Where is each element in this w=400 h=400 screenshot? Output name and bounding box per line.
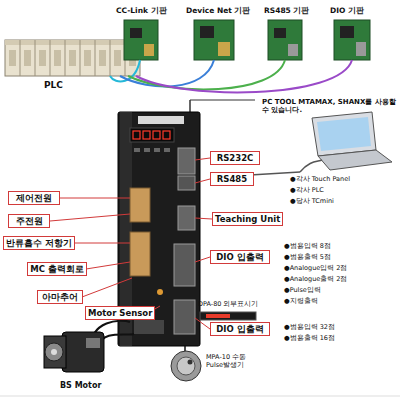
callout-box: DIO 입출력 (210, 250, 270, 264)
box-text: RS232C (217, 154, 254, 163)
bullet-item: ●Analogue입력 2점 (284, 265, 398, 273)
callout-box: 제어전원 (8, 191, 60, 205)
box-text: 주전원 (16, 217, 43, 226)
bullet-item: ●Analogue출력 2점 (284, 276, 398, 284)
pulse-generator (171, 346, 201, 381)
device-label: PLC (44, 80, 78, 91)
bullet-item: ●범용입력 32점 (284, 324, 398, 332)
callout-box: RS485 (210, 172, 254, 186)
bullet-item: ●범용출력 16점 (284, 335, 398, 343)
device-label: DPA-80 외부표시기 (198, 301, 288, 309)
callout-box: Motor Sensor (85, 306, 155, 320)
box-text: MC 출력회로 (30, 265, 84, 274)
bullet-item: ●범용입력 8점 (284, 243, 398, 251)
device-label: BS Motor (60, 381, 120, 391)
board-label: DIO 기판 (330, 6, 384, 15)
laptop (250, 112, 392, 175)
option-boards (124, 20, 370, 60)
note-text: PC TOOL MTAMAX, SHANX를 사용할 수 있습니다. (262, 98, 398, 115)
board-label: RS485 기판 (264, 6, 324, 15)
box-text: 제어전원 (16, 194, 52, 203)
box-text: 반류흡수 저항기 (6, 239, 72, 248)
bullet-item: ●Pulse입력 (284, 287, 398, 295)
callout-box: MC 출력회로 (27, 262, 87, 276)
callout-box: 주전원 (8, 214, 50, 228)
callout-box: 반류흡수 저항기 (3, 236, 75, 250)
bullet-item: ●각사 Touch Panel (290, 176, 398, 184)
box-text: RS485 (217, 175, 247, 184)
callout-box: DIO 입출력 (210, 322, 270, 336)
bs-motor (44, 321, 134, 372)
external-display (200, 312, 256, 320)
bullet-item: ●범용출력 5점 (284, 254, 398, 262)
network-cables (110, 60, 352, 92)
box-text: DIO 입출력 (216, 253, 263, 262)
callout-box: RS232C (210, 151, 260, 165)
bullet-item: ●각사 PLC (290, 187, 398, 195)
board-label: Device Net 기판 (186, 6, 262, 15)
plc-rack (5, 40, 140, 76)
bullet-item: ●당사 TCmini (290, 198, 398, 206)
box-text: Teaching Unit (215, 215, 280, 224)
callout-box: Teaching Unit (212, 212, 283, 226)
box-text: Motor Sensor (88, 309, 152, 318)
box-text: DIO 입출력 (216, 325, 263, 334)
box-text: 아마추어 (42, 293, 78, 302)
device-label: MPA-10 수동 Pulse발생기 (206, 354, 260, 370)
board-label: CC-Link 기판 (116, 6, 180, 15)
callout-box: 아마추어 (37, 290, 83, 304)
bullet-item: ●지령출력 (284, 298, 398, 306)
